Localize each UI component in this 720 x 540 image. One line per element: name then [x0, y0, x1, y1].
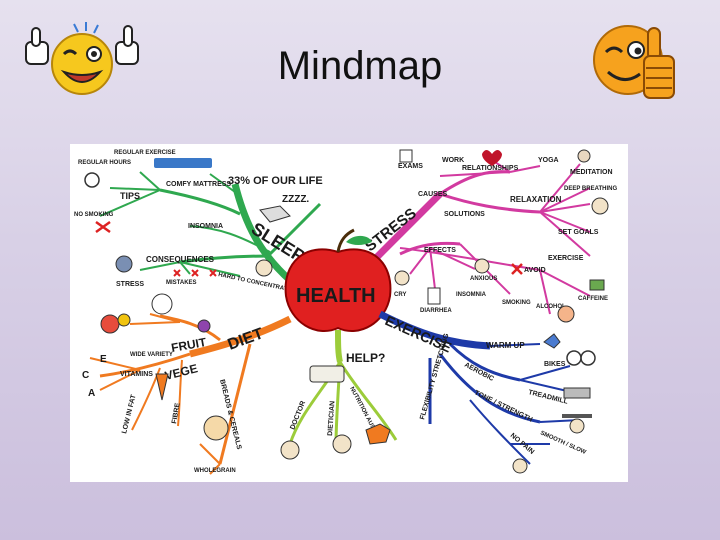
sleep-insomnia-label: INSOMNIA [188, 223, 223, 230]
sleep-stress-label: STRESS [116, 281, 144, 288]
broken-heart-icon [482, 150, 502, 166]
banana-icon [117, 313, 131, 327]
diet-branch-label: DIET [226, 325, 266, 354]
toilet-icon [427, 287, 441, 305]
tired-face-icon [255, 259, 273, 277]
diet-vitamin-a-label: A [88, 388, 95, 399]
sleep-no-smoking-label: NO SMOKING [74, 212, 114, 218]
coffee-cup-icon [589, 279, 605, 291]
stress-branch [367, 161, 591, 315]
diet-wholegrain-label: WHOLEGRAIN [194, 468, 236, 474]
smiley-face-icon [512, 458, 528, 474]
stress-anxious-label: ANXIOUS [470, 276, 497, 282]
stress-insomnia-label: INSOMNIA [456, 292, 487, 298]
stress-effects-label: EFFECTS [424, 247, 456, 254]
stress-set-goals-label: SET GOALS [558, 229, 599, 236]
stress-relationships-label: RELATIONSHIPS [462, 165, 519, 172]
stress-causes-label: CAUSES [418, 191, 448, 198]
meditation-person-icon [577, 149, 591, 163]
thumbs-up-winking-smiley-icon [25, 22, 139, 95]
exam-paper-icon [399, 149, 413, 163]
help-dietician-label: DIETICIAN [327, 401, 336, 436]
stress-exercise-label: EXERCISE [548, 255, 584, 262]
sleep-consequences-label: CONSEQUENCES [146, 255, 215, 264]
stress-solutions-label: SOLUTIONS [444, 211, 485, 218]
mattress-icon [154, 158, 212, 168]
stress-cry-label: CRY [394, 292, 406, 298]
anxious-face-icon [474, 258, 490, 274]
carrot-icon [155, 373, 169, 401]
mistakes-cross-icon [173, 269, 217, 277]
thumb-up-icon [643, 27, 675, 99]
australia-map-icon [365, 423, 391, 445]
crying-face-icon [394, 270, 410, 286]
sleep-mistakes-label: MISTAKES [166, 280, 197, 286]
stress-alcohol-label: ALCOHOL [536, 304, 566, 310]
stress-deep-breathing-label: DEEP BREATHING [564, 186, 617, 192]
fruit-bowl-icon [100, 314, 120, 334]
stress-avoid-label: AVOID [524, 267, 546, 274]
treadmill-icon [563, 387, 591, 399]
stress-work-label: WORK [442, 157, 464, 164]
stress-exams-label: EXAMS [398, 163, 423, 170]
diet-fibre-label: FIBRE [171, 402, 182, 424]
telephone-icon [309, 365, 345, 383]
sleeping-person-icon [259, 205, 291, 223]
grapes-icon [197, 319, 211, 333]
relaxing-person-icon [591, 197, 609, 215]
bread-bowl-icon [203, 415, 229, 441]
diet-fruit-label: FRUIT [170, 335, 208, 355]
stressed-face-icon [115, 255, 133, 273]
diet-vitamin-e-label: E [100, 354, 107, 365]
health-mindmap: SLEEP 33% OF OUR LIFE ZZZZ. TIPS REGULAR… [70, 144, 628, 482]
stress-meditation-label: MEDITATION [570, 169, 613, 176]
sleep-branch [99, 171, 322, 285]
winking-thumbs-up-smiley-icon [593, 25, 675, 99]
diet-low-in-fat-label: LOW IN FAT [121, 393, 138, 434]
doctor-icon [280, 440, 300, 460]
sleep-comfy-mattress-label: COMFY MATTRESS [166, 181, 231, 188]
running-person-icon [543, 333, 561, 349]
stress-yoga-label: YOGA [538, 157, 559, 164]
mindmap-diagram: SLEEP 33% OF OUR LIFE ZZZZ. TIPS REGULAR… [74, 149, 617, 475]
sleep-regular-hours-label: REGULAR HOURS [78, 160, 131, 166]
diet-wide-variety-label: WIDE VARIETY [130, 352, 173, 358]
clock-icon [84, 172, 100, 188]
stress-relaxation-label: RELAXATION [510, 195, 562, 204]
stress-diarrhea-label: DIARRHEA [420, 308, 452, 314]
stress-caffeine-label: CAFFEINE [578, 296, 608, 302]
diet-vitamin-c-label: C [82, 370, 89, 381]
left-thumb-icon [25, 27, 49, 65]
exercise-warm-up-label: WARM UP [486, 341, 525, 350]
sleep-zzz-label: ZZZZ. [282, 194, 309, 205]
help-branch-label: HELP? [346, 351, 385, 365]
apple-core-icon [151, 293, 173, 315]
dietician-icon [332, 434, 352, 454]
health-center-label: HEALTH [296, 285, 376, 307]
no-smoking-cross-icon [95, 220, 111, 234]
exercise-bikes-label: BIKES [544, 361, 566, 368]
diet-vitamins-label: VITAMINS [120, 371, 153, 378]
exercise-treadmill-label: TREADMILL [528, 389, 570, 406]
stress-smoking-label: SMOKING [502, 300, 531, 306]
weightlifter-icon [562, 414, 592, 418]
health-center-apple [284, 228, 392, 333]
slide-title: Mindmap [277, 44, 443, 88]
exercise-tone-strength-label: TONE / STRENGTH [473, 390, 533, 424]
sleep-regular-exercise-label: REGULAR EXERCISE [114, 150, 176, 156]
avoid-cross-icon [511, 263, 523, 275]
sleep-tips-label: TIPS [120, 191, 140, 201]
bike-icon [566, 350, 582, 366]
sleep-percent-label: 33% OF OUR LIFE [228, 175, 323, 187]
right-thumb-icon [115, 25, 139, 65]
drunk-face-icon [557, 305, 575, 323]
